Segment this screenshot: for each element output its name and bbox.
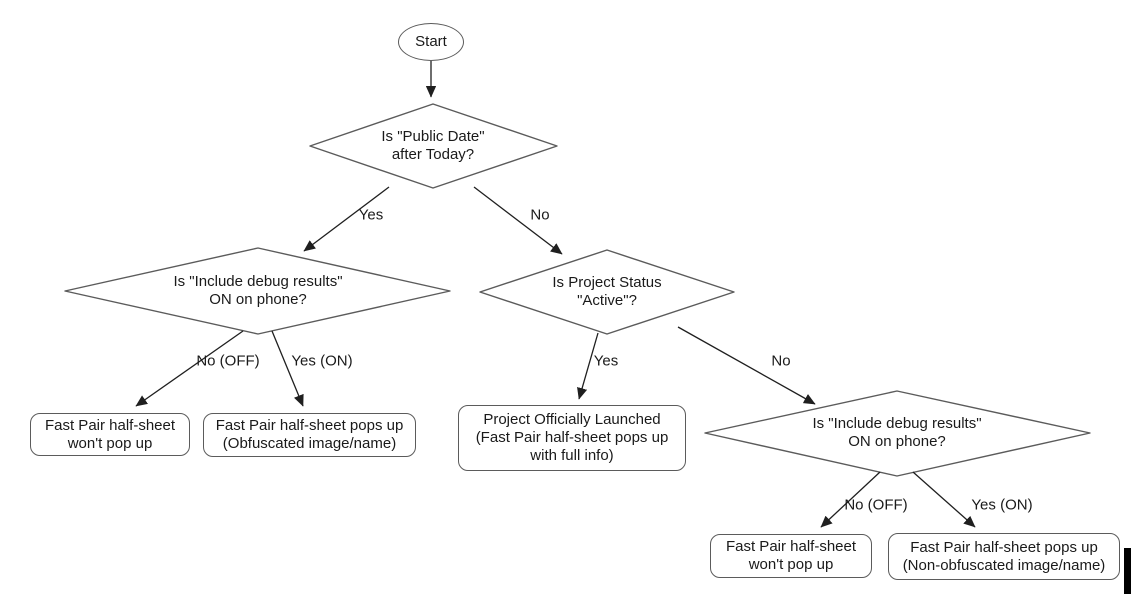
edge-label-project-status-no: No — [771, 352, 791, 370]
node-outcome-no-popup-left: Fast Pair half-sheet won't pop up — [30, 413, 190, 456]
edge-debug-right-no-off — [820, 471, 881, 528]
node-decision-debug-left: Is "Include debug results" ON on phone? — [140, 261, 376, 321]
edge-label-project-status-yes: Yes — [593, 352, 619, 370]
decision-diamond-debug-left — [64, 247, 451, 335]
node-decision-project-status: Is Project Status "Active"? — [507, 262, 707, 322]
edge-debug-left-yes-on — [271, 330, 304, 407]
decision-diamond-public-date — [309, 103, 558, 189]
node-outcome-non-obfuscated: Fast Pair half-sheet pops up (Non-obfusc… — [888, 533, 1120, 580]
edge-debug-right-yes-on — [912, 471, 976, 528]
decision-project-status-label: Is Project Status "Active"? — [552, 274, 662, 309]
decision-diamond-debug-right — [704, 390, 1091, 477]
decision-debug-right-label: Is "Include debug results" ON on phone? — [812, 415, 982, 450]
node-start: Start — [398, 23, 464, 61]
text-cursor-artifact — [1124, 548, 1131, 594]
outcome-obfuscated-label: Fast Pair half-sheet pops up (Obfuscated… — [215, 417, 404, 452]
outcome-no-popup-left-label: Fast Pair half-sheet won't pop up — [44, 416, 176, 452]
outcome-non-obfuscated-label: Fast Pair half-sheet pops up (Non-obfusc… — [902, 538, 1106, 574]
node-start-label: Start — [415, 33, 447, 50]
edge-label-debug-left-yes: Yes (ON) — [291, 352, 353, 370]
edge-label-public-date-no: No — [530, 206, 550, 224]
edge-public-date-yes — [303, 186, 390, 252]
node-outcome-obfuscated: Fast Pair half-sheet pops up (Obfuscated… — [203, 413, 416, 457]
edge-project-status-yes — [577, 332, 599, 400]
decision-debug-left-label: Is "Include debug results" ON on phone? — [173, 273, 343, 308]
node-decision-public-date: Is "Public Date" after Today? — [333, 116, 533, 176]
edge-project-status-no — [677, 326, 816, 405]
edge-label-debug-right-yes: Yes (ON) — [971, 496, 1033, 514]
edge-label-public-date-yes: Yes — [358, 206, 384, 224]
edge-debug-left-no-off — [135, 330, 244, 407]
node-outcome-no-popup-right: Fast Pair half-sheet won't pop up — [710, 534, 872, 578]
decision-public-date-label: Is "Public Date" after Today? — [381, 128, 485, 163]
node-decision-debug-right: Is "Include debug results" ON on phone? — [779, 403, 1015, 463]
edge-label-debug-left-no: No (OFF) — [196, 352, 260, 370]
outcome-no-popup-right-label: Fast Pair half-sheet won't pop up — [725, 538, 857, 573]
edge-label-debug-right-no: No (OFF) — [844, 496, 908, 514]
decision-diamond-project-status — [479, 249, 735, 335]
node-outcome-launched: Project Officially Launched (Fast Pair h… — [458, 405, 686, 471]
outcome-launched-label: Project Officially Launched (Fast Pair h… — [475, 411, 669, 464]
edge-public-date-no — [473, 186, 563, 255]
